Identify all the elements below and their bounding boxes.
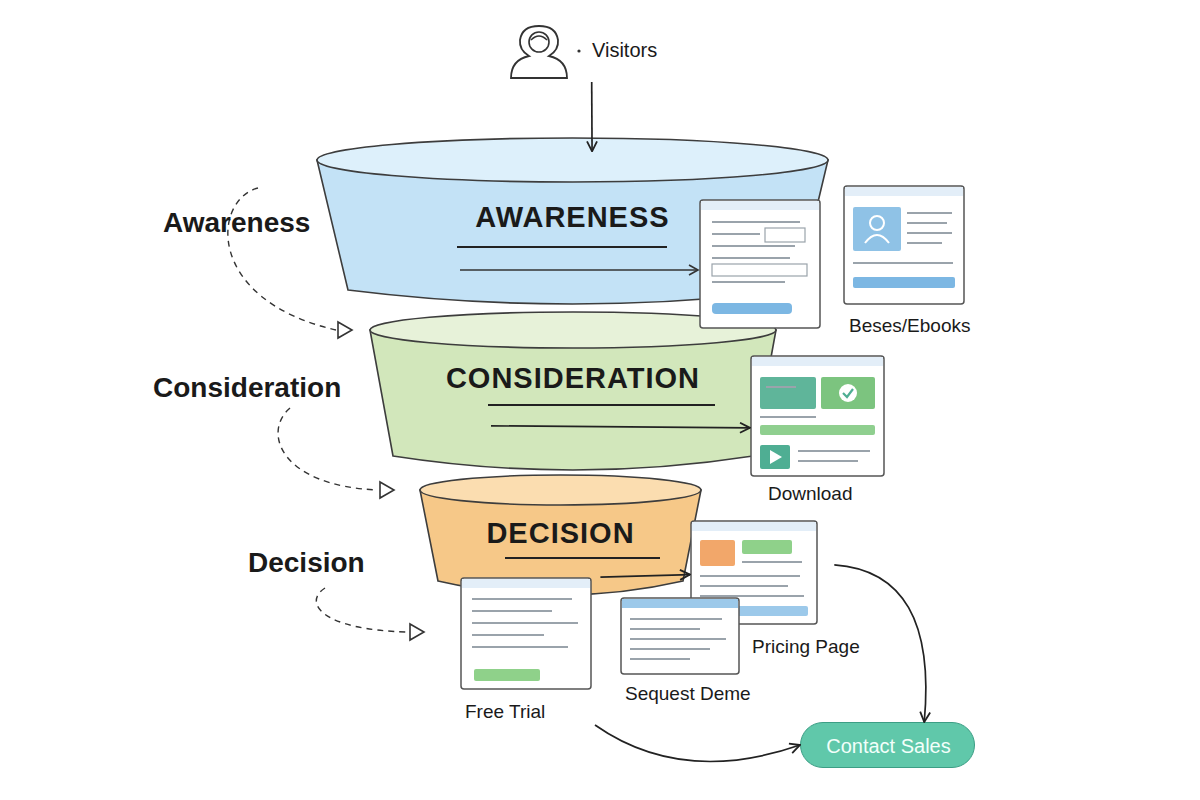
page-thumbnail <box>750 355 885 477</box>
flow-connector <box>491 426 750 428</box>
stage-arrowhead <box>338 322 424 640</box>
page-thumbnail <box>460 577 592 690</box>
stage-title: AWARENESS <box>315 202 830 234</box>
page-thumbnail-card: Free Trial <box>460 577 595 725</box>
stage-label: Decision <box>248 548 365 579</box>
page-thumbnail <box>700 200 820 328</box>
node-label: Download <box>768 484 853 505</box>
flow-connector <box>834 565 926 722</box>
page-thumbnail-card: Beses/Ebooks <box>843 185 988 345</box>
content-line <box>460 265 698 275</box>
node-label: Sequest Deme <box>625 684 751 705</box>
stage-title: DECISION <box>418 518 703 550</box>
visitor-source: Visitors <box>505 22 675 82</box>
page-thumbnail <box>843 185 965 305</box>
node-label: Contact Sales <box>801 735 976 757</box>
node-label: Visitors <box>592 39 657 61</box>
stage-label: Consideration <box>153 373 341 404</box>
cta-button: Contact Sales <box>800 722 975 768</box>
stage-leader <box>228 188 408 632</box>
funnel-stage-band: AWARENESS <box>315 136 830 306</box>
visitor-icon <box>505 22 585 82</box>
page-thumbnail-card: Sequest Deme <box>620 597 745 707</box>
node-label: Pricing Page <box>752 637 860 658</box>
stage-label: Awareness <box>163 208 310 239</box>
flow-connector <box>595 725 800 761</box>
flow-connector <box>591 82 593 151</box>
node-label: Free Trial <box>465 702 545 723</box>
flow-connector <box>600 575 690 578</box>
page-thumbnail <box>620 597 740 675</box>
stage-title: CONSIDERATION <box>368 363 778 395</box>
funnel-stage-band: CONSIDERATION <box>368 310 778 472</box>
page-thumbnail-card: Download <box>750 355 885 510</box>
node-label: Beses/Ebooks <box>849 316 970 337</box>
